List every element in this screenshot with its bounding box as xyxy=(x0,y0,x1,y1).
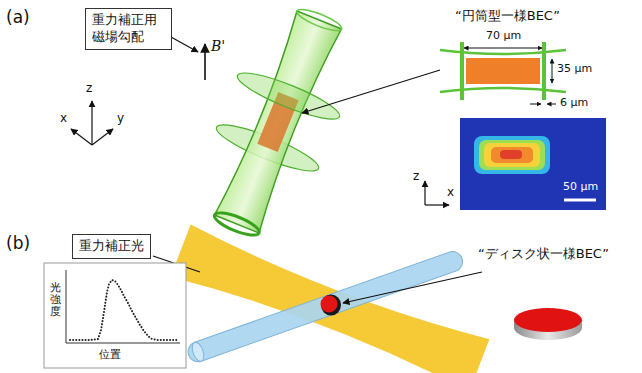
blue-tube xyxy=(185,249,465,365)
axis-arrow xyxy=(71,129,92,145)
beam-edge xyxy=(440,88,566,92)
tube-ring xyxy=(212,209,262,240)
dimension-arrow xyxy=(530,104,541,105)
axis-title: 位置 xyxy=(99,349,121,362)
leader-arrow xyxy=(343,272,482,303)
axis-label: x xyxy=(60,112,67,126)
axis-label: x xyxy=(447,186,454,200)
disk-bec-edge xyxy=(321,295,341,316)
axis-label: z xyxy=(413,170,419,184)
image-blob xyxy=(474,136,550,174)
plot-axis xyxy=(66,270,67,343)
image-blob xyxy=(500,150,522,159)
tube-end xyxy=(190,341,206,363)
tube-beam xyxy=(215,11,342,233)
tube-ring xyxy=(295,5,344,34)
dimension-arrow xyxy=(464,48,542,49)
disk-bec xyxy=(321,296,338,313)
absorption-image xyxy=(460,118,606,210)
callout-box: 重力補正光 xyxy=(72,234,151,259)
disk-top xyxy=(514,308,582,332)
panel-label: (a) xyxy=(6,8,30,28)
image-blob xyxy=(479,140,545,170)
dimension-arrow xyxy=(552,59,553,83)
dimension-arrow xyxy=(547,104,556,105)
axis-title: 光強度 xyxy=(50,282,61,318)
bec-title: “円筒型一様BEC” xyxy=(455,9,560,24)
image-blob xyxy=(491,147,533,163)
scale-bar xyxy=(564,199,596,202)
light-sheet xyxy=(542,42,546,100)
beam-edge xyxy=(440,50,566,54)
cylinder-trap xyxy=(183,0,372,251)
field-gradient-arrow xyxy=(204,44,206,80)
panel-label: (b) xyxy=(6,234,30,254)
axis-arrow xyxy=(424,181,425,205)
axis-arrow xyxy=(425,204,449,205)
callout-box: 重力補正用 磁場勾配 xyxy=(85,8,172,50)
leader-arrow xyxy=(302,70,440,113)
inset-frame xyxy=(44,263,186,368)
axis-arrow xyxy=(92,129,113,145)
axis-label: y xyxy=(117,112,124,126)
scale-label: 50 μm xyxy=(563,181,598,194)
bec-rect xyxy=(466,58,540,84)
image-blob xyxy=(484,143,540,167)
light-sheet xyxy=(233,65,343,127)
yellow-beam xyxy=(171,225,490,373)
axis-label: z xyxy=(86,82,92,96)
light-sheet xyxy=(460,42,464,100)
gravity-beam xyxy=(171,225,490,373)
axis-arrow xyxy=(91,101,92,145)
box-text: 重力補正用 磁場勾配 xyxy=(92,12,165,46)
dimension: 35 μm xyxy=(557,63,592,76)
intensity-profile xyxy=(70,280,178,340)
plot-axis xyxy=(66,343,180,344)
dimension: 70 μm xyxy=(486,30,521,43)
field-symbol: B' xyxy=(211,38,225,54)
bec-title: “ディスク状一様BEC” xyxy=(478,247,609,262)
trap-beam xyxy=(185,249,465,365)
box-text: 重力補正光 xyxy=(79,238,144,255)
dimension: 6 μm xyxy=(560,97,588,110)
